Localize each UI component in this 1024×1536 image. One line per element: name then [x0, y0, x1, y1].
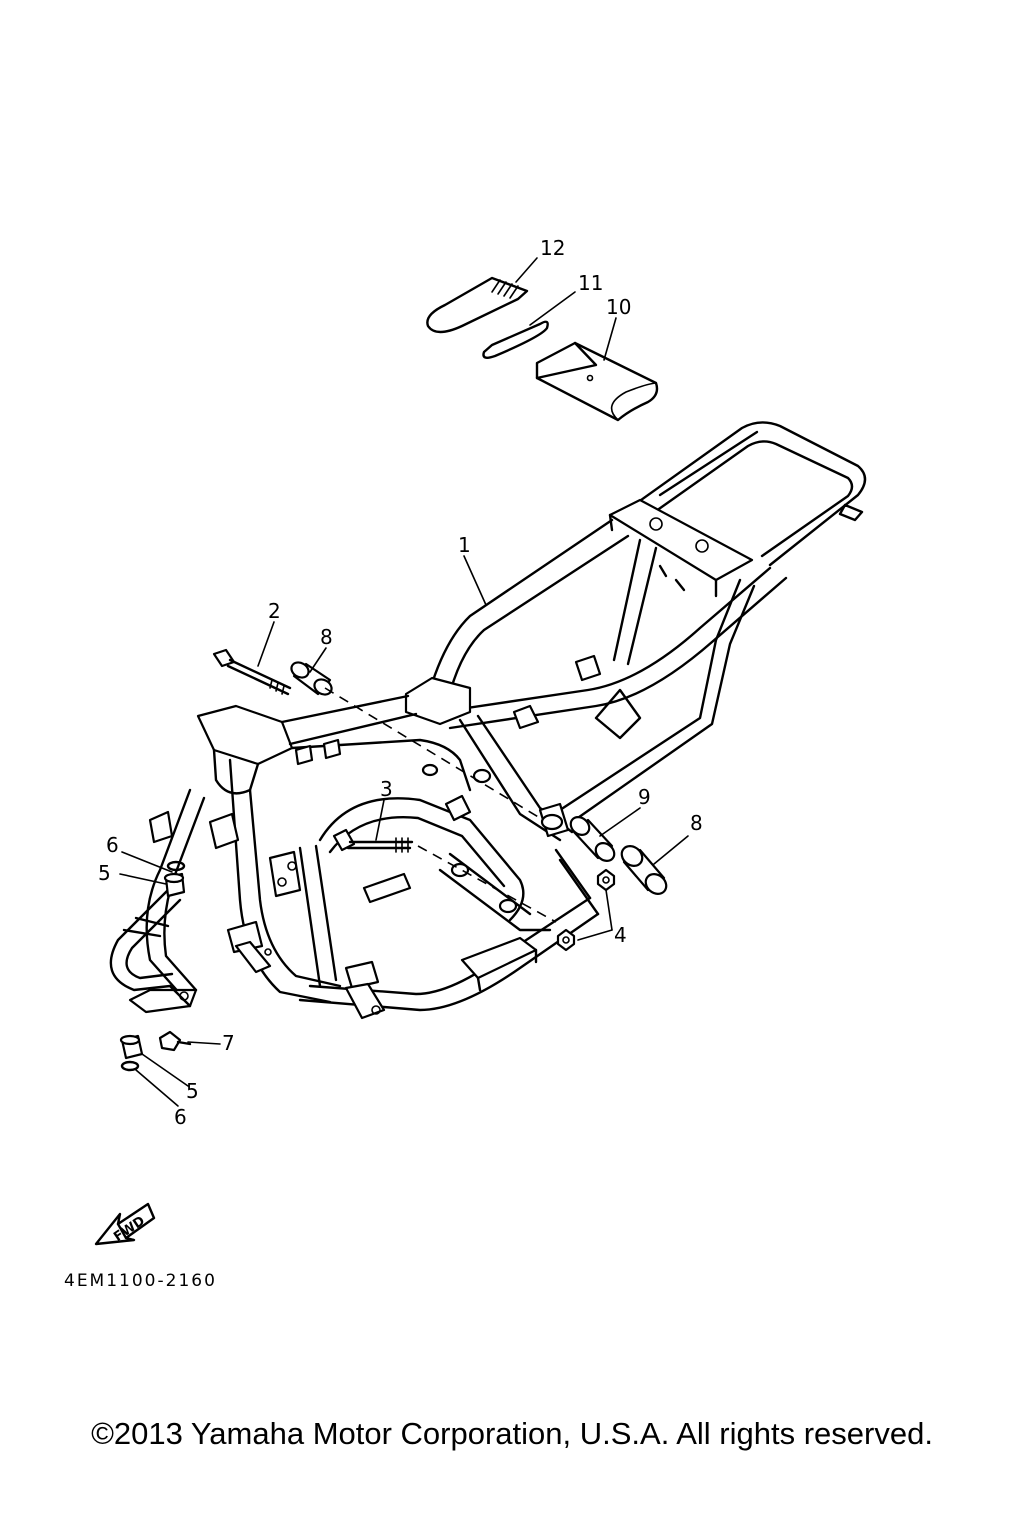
callout-5-lower: 5 — [186, 1079, 199, 1103]
part-2-bolt — [212, 648, 292, 696]
callout-5-upper: 5 — [98, 861, 111, 885]
leader-lines — [119, 257, 689, 1107]
part-6-washer-lower — [120, 1060, 140, 1072]
callout-1: 1 — [458, 533, 471, 557]
part-11-band — [482, 320, 549, 359]
part-8-collar-upper — [290, 661, 333, 696]
part-1-frame — [109, 421, 867, 1020]
callout-6-upper: 6 — [106, 833, 119, 857]
callout-12: 12 — [540, 236, 565, 260]
part-9-collar — [569, 816, 616, 862]
copyright-notice: ©2013 Yamaha Motor Corporation, U.S.A. A… — [91, 1416, 933, 1451]
callout-7: 7 — [222, 1031, 235, 1055]
callout-11: 11 — [578, 271, 603, 295]
part-3-bolt — [332, 828, 414, 853]
callout-9: 9 — [638, 785, 651, 809]
callout-numbers: 12 11 10 1 2 8 3 9 8 6 5 4 7 5 6 — [98, 236, 703, 1129]
callout-3: 3 — [380, 777, 393, 801]
part-5-damper-upper — [163, 872, 186, 898]
callout-8-right: 8 — [690, 811, 703, 835]
callout-6-lower: 6 — [174, 1105, 187, 1129]
drawing-code: 4EM1100-2160 — [64, 1271, 217, 1291]
part-10-tool-bag — [535, 341, 659, 422]
assembly-lines — [324, 687, 557, 923]
callout-2: 2 — [268, 599, 281, 623]
part-5-damper-lower — [119, 1034, 144, 1060]
part-8-collar-right — [620, 845, 668, 895]
part-7-bolt — [158, 1030, 192, 1052]
part-12-strap — [426, 276, 529, 334]
part-6-washer-upper — [166, 860, 186, 872]
fwd-arrow-icon: FWD — [94, 1202, 156, 1246]
callout-10: 10 — [606, 295, 631, 319]
callout-4: 4 — [614, 923, 627, 947]
part-4-nuts — [556, 868, 616, 952]
callout-8-upper: 8 — [320, 625, 333, 649]
